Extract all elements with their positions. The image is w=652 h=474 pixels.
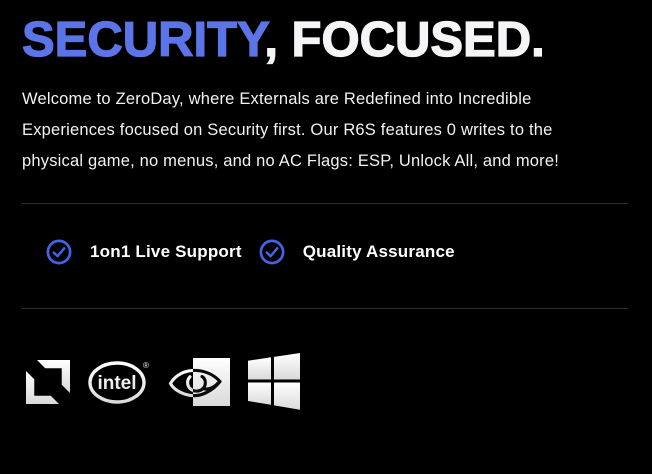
feature-list: 1on1 Live Support Quality Assurance <box>46 239 630 265</box>
divider <box>22 203 628 204</box>
feature-item-quality-assurance: Quality Assurance <box>259 239 455 265</box>
brand-logo-row: intel ® <box>26 353 630 415</box>
check-circle-icon <box>46 239 72 265</box>
divider <box>22 308 628 309</box>
check-circle-icon <box>259 239 285 265</box>
feature-label: 1on1 Live Support <box>90 242 242 261</box>
nvidia-logo-icon <box>168 356 230 413</box>
feature-item-live-support: 1on1 Live Support <box>46 239 242 265</box>
intel-logo-text: intel <box>97 373 136 394</box>
page-title-rest: , FOCUSED. <box>264 12 546 67</box>
intel-logo-icon: intel ® <box>88 359 150 410</box>
feature-label: Quality Assurance <box>302 242 455 261</box>
page-title: SECURITY, FOCUSED. <box>21 12 630 68</box>
hero-section: SECURITY, FOCUSED. Welcome to ZeroDay, w… <box>0 12 652 415</box>
amd-logo-icon <box>26 359 70 409</box>
page-title-highlight: SECURITY <box>21 12 265 67</box>
intel-registered-mark: ® <box>143 361 149 370</box>
windows-logo-icon <box>248 353 300 415</box>
hero-description: Welcome to ZeroDay, where Externals are … <box>22 90 559 170</box>
